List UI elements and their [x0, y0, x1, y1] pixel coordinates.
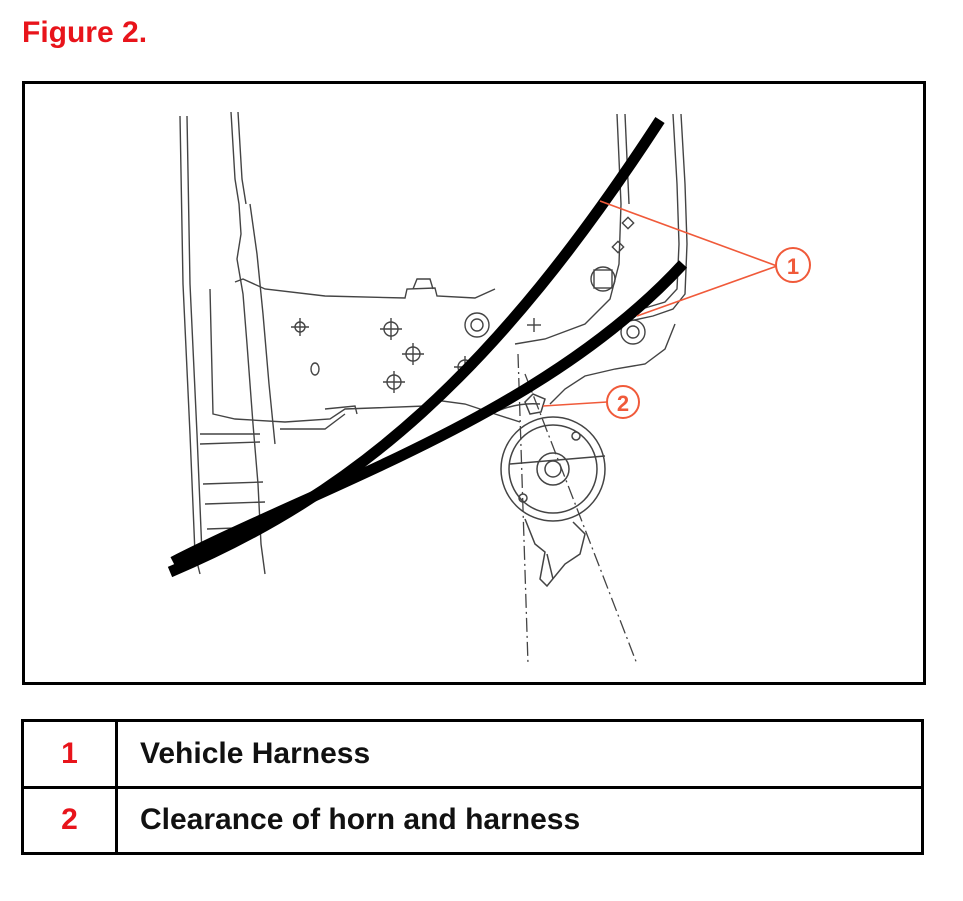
harness-diagram: 1 2: [167, 111, 811, 665]
pillar-outline: [179, 111, 276, 575]
figure-title: Figure 2.: [22, 16, 148, 49]
legend-description: Clearance of horn and harness: [115, 785, 924, 855]
bracket-plate: [209, 278, 521, 430]
horn-assembly: [490, 393, 606, 588]
legend-description: Vehicle Harness: [115, 719, 924, 789]
legend-row: 1 Vehicle Harness: [21, 719, 924, 789]
callout-leaders: [542, 200, 778, 407]
callout-2-label: 2: [617, 391, 629, 416]
legend-number: 1: [21, 719, 118, 789]
vehicle-harness: [167, 117, 688, 578]
legend-row: 2 Clearance of horn and harness: [21, 785, 924, 855]
right-pillar-outline: [514, 113, 688, 405]
legend-table: 1 Vehicle Harness 2 Clearance of horn an…: [21, 719, 924, 855]
callout-1-label: 1: [787, 254, 799, 279]
legend-number: 2: [21, 785, 118, 855]
center-lines: [517, 353, 638, 665]
callout-1: 1: [775, 247, 811, 283]
diagram-frame: 1 2: [22, 81, 926, 685]
callout-2: 2: [606, 385, 640, 419]
